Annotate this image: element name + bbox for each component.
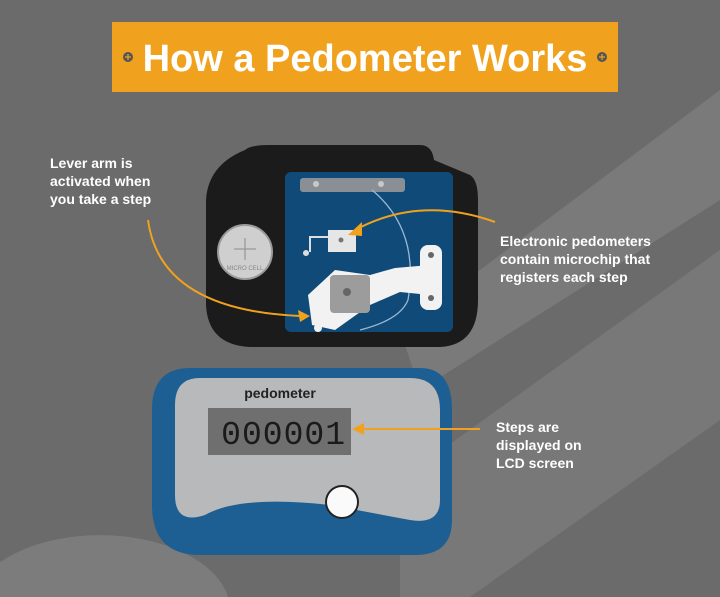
callout-lever-line: you take a step [50,191,151,207]
reset-button[interactable] [325,485,359,519]
callout-lever: Lever arm is activated when you take a s… [50,155,151,207]
callout-lever-line: Lever arm is [50,155,133,171]
title-banner: How a Pedometer Works [112,22,618,92]
callout-lever-line: activated when [50,173,150,189]
background-bands [0,90,720,597]
callout-lcd: Steps are displayed on LCD screen [496,419,582,471]
closed-pedometer: pedometer 000001 [152,368,452,555]
lever-arm [308,245,442,332]
callout-lcd-line: LCD screen [496,455,574,471]
arrowheads [298,222,364,435]
battery-label: MICRO CELL [227,266,264,272]
device-brand-label: pedometer [244,385,316,401]
callout-arrows [147,209,496,430]
microchip [303,230,356,256]
callout-microchip-line: contain microchip that [500,251,650,267]
callout-microchip: Electronic pedometers contain microchip … [500,233,651,285]
lcd-step-count: 000001 [221,417,346,454]
callout-microchip-line: registers each step [500,269,628,285]
open-pedometer: MICRO CELL [206,145,478,347]
lcd-screen [208,408,351,455]
callout-lcd-line: displayed on [496,437,582,453]
battery: MICRO CELL [217,224,273,280]
callout-microchip-line: Electronic pedometers [500,233,651,249]
page-title: How a Pedometer Works [143,38,588,80]
callout-lcd-line: Steps are [496,419,559,435]
